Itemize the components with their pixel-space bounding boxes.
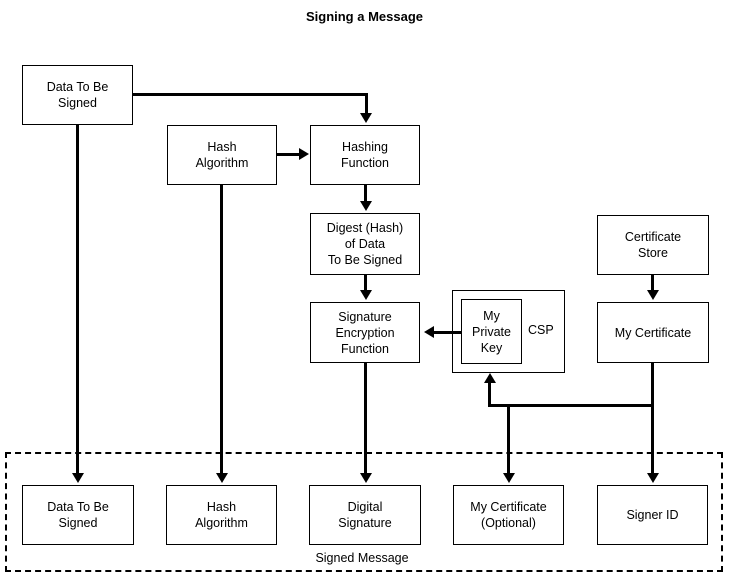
node-output-digital-signature[interactable]: Digital Signature xyxy=(309,485,421,545)
arrowhead-into-signature-encryption xyxy=(360,290,372,300)
node-output-signer-id[interactable]: Signer ID xyxy=(597,485,708,545)
connector-data-to-output-vertical xyxy=(76,125,79,475)
node-my-private-key[interactable]: My Private Key xyxy=(461,299,522,364)
connector-certificate-store-to-my-certificate xyxy=(651,275,654,292)
connector-digest-to-signature xyxy=(364,275,367,292)
connector-my-certificate-down xyxy=(651,363,654,407)
node-hashing-function[interactable]: Hashing Function xyxy=(310,125,420,185)
arrowhead-into-output-data-to-be-signed xyxy=(72,473,84,483)
connector-hash-algorithm-to-output-vertical xyxy=(220,185,223,475)
node-certificate-store[interactable]: Certificate Store xyxy=(597,215,709,275)
node-signature-encryption-function[interactable]: Signature Encryption Function xyxy=(310,302,420,363)
arrowhead-into-csp-bottom xyxy=(484,373,496,383)
csp-label: CSP xyxy=(528,323,554,337)
connector-signature-to-output-digital-signature xyxy=(364,363,367,475)
page-title: Signing a Message xyxy=(305,9,424,24)
node-data-to-be-signed-source[interactable]: Data To Be Signed xyxy=(22,65,133,125)
node-my-certificate[interactable]: My Certificate xyxy=(597,302,709,363)
node-output-data-to-be-signed[interactable]: Data To Be Signed xyxy=(22,485,134,545)
signed-message-caption: Signed Message xyxy=(315,551,409,565)
arrowhead-into-output-hash-algorithm xyxy=(216,473,228,483)
node-output-hash-algorithm[interactable]: Hash Algorithm xyxy=(166,485,277,545)
arrowhead-into-hashing-function-top xyxy=(360,113,372,123)
connector-bus-to-output-my-certificate-vertical xyxy=(507,404,510,475)
connector-data-to-hashing-horizontal xyxy=(132,93,368,96)
arrowhead-into-hashing-function-left xyxy=(299,148,309,160)
arrowhead-into-output-digital-signature xyxy=(360,473,372,483)
node-hash-algorithm-source[interactable]: Hash Algorithm xyxy=(167,125,277,185)
node-output-my-certificate-optional[interactable]: My Certificate (Optional) xyxy=(453,485,564,545)
connector-private-key-to-signature xyxy=(434,331,462,334)
connector-my-certificate-to-output-signer-id xyxy=(651,404,654,475)
connector-hash-algorithm-to-hashing-function xyxy=(277,153,301,156)
arrowhead-into-signature-encryption-right xyxy=(424,326,434,338)
connector-certificate-bus-horizontal xyxy=(488,404,654,407)
arrowhead-into-output-signer-id xyxy=(647,473,659,483)
connector-bus-to-csp-vertical xyxy=(488,382,491,407)
node-digest-of-data[interactable]: Digest (Hash) of Data To Be Signed xyxy=(310,213,420,275)
arrowhead-into-output-my-certificate-optional xyxy=(503,473,515,483)
arrowhead-into-my-certificate xyxy=(647,290,659,300)
arrowhead-into-digest xyxy=(360,201,372,211)
connector-hashing-to-digest xyxy=(364,185,367,203)
connector-data-to-hashing-vertical xyxy=(365,93,368,113)
